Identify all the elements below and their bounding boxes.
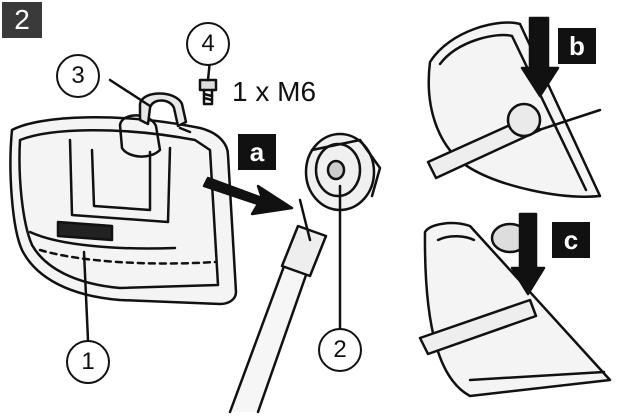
label-c: c (552, 222, 590, 258)
callout-2: 2 (318, 328, 362, 372)
label-a: a (238, 134, 276, 170)
label-b: b (558, 28, 596, 64)
detail-b (426, 16, 602, 198)
arrow-a (202, 176, 294, 216)
screw-part (198, 78, 218, 106)
screw-spec-label: 1 x M6 (232, 76, 317, 107)
step-number-badge: 2 (2, 2, 42, 38)
guard-part (9, 114, 238, 306)
callout-1: 1 (66, 340, 110, 384)
shaft-part (228, 132, 382, 414)
callout-3: 3 (56, 54, 100, 98)
detail-c (418, 212, 612, 398)
callout-4: 4 (186, 22, 230, 66)
